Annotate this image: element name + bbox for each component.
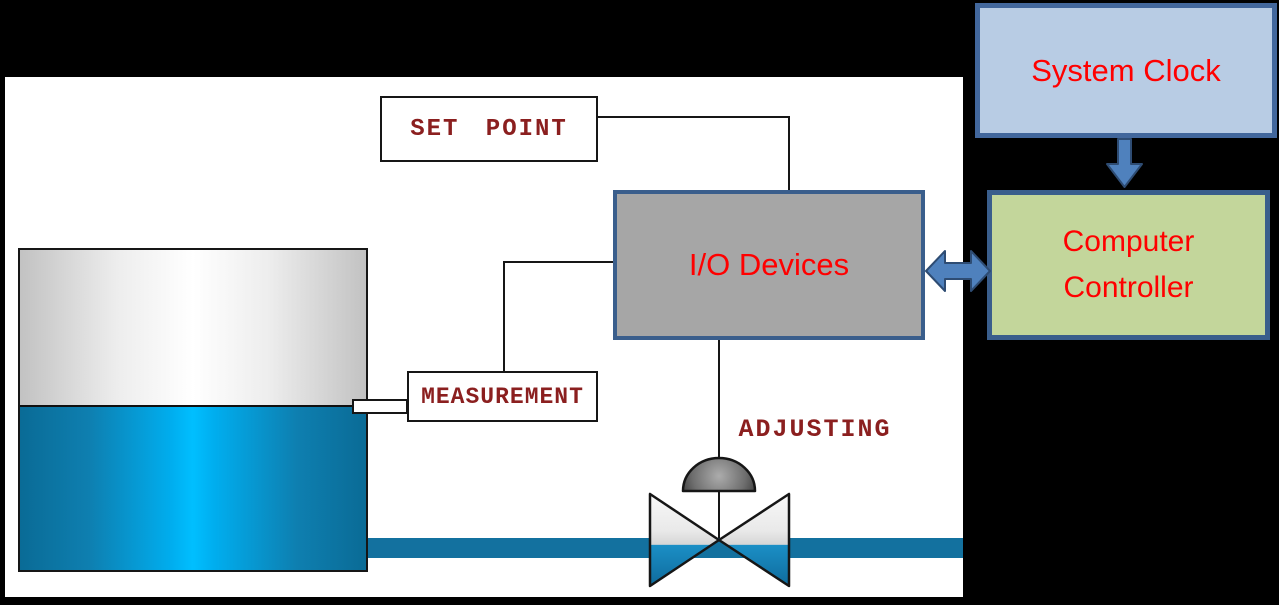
- valve-left-wedge: [648, 492, 721, 588]
- connector-setpoint-to-io-horizontal: [598, 116, 790, 118]
- computer-controller-label: Computer Controller: [1062, 224, 1195, 305]
- set-point-box: SET POINT: [380, 96, 598, 162]
- level-sensor-tap: [352, 399, 408, 414]
- system-clock-box: System Clock: [975, 3, 1277, 138]
- arrow-double-horizontal-icon: [925, 250, 991, 292]
- io-devices-label: I/O Devices: [688, 247, 850, 282]
- connector-io-to-valve-stem: [718, 340, 720, 542]
- tank-liquid-level: [20, 405, 366, 570]
- connector-io-to-measurement-horizontal: [503, 261, 615, 263]
- connector-setpoint-to-io-vertical: [788, 116, 790, 192]
- io-devices-box: I/O Devices: [613, 190, 925, 340]
- system-clock-label: System Clock: [1031, 52, 1221, 88]
- control-valve-icon: [648, 456, 791, 588]
- measurement-box: MEASUREMENT: [407, 371, 598, 422]
- adjusting-label: ADJUSTING: [738, 414, 892, 444]
- tank-empty-space: [20, 250, 366, 405]
- connector-io-to-measurement-vertical: [503, 261, 505, 373]
- adjusting-annotation: ADJUSTING: [720, 414, 910, 444]
- measurement-label: MEASUREMENT: [421, 383, 584, 410]
- valve-right-wedge: [717, 492, 791, 588]
- storage-tank: [18, 248, 368, 572]
- set-point-label: SET POINT: [410, 115, 568, 143]
- arrow-down-icon: [1106, 138, 1143, 188]
- computer-controller-box: Computer Controller: [987, 190, 1270, 340]
- valve-actuator-dome-icon: [681, 456, 757, 493]
